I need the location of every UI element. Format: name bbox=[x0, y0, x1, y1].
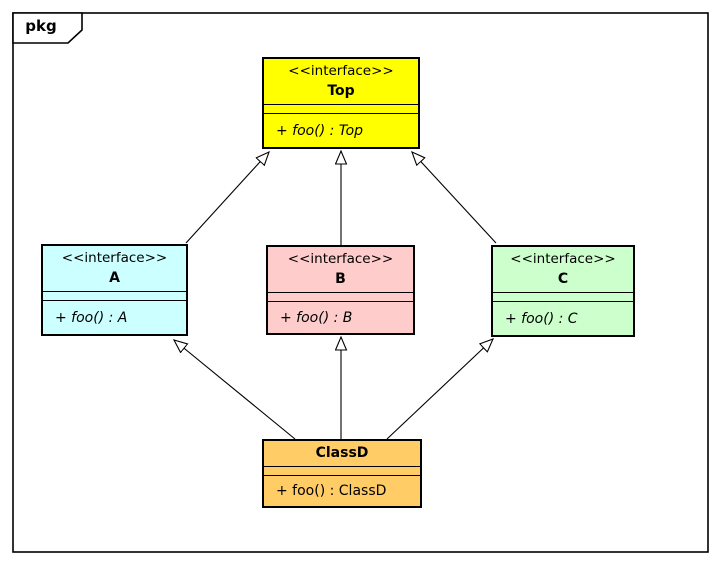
class-name: ClassD bbox=[315, 445, 369, 462]
operations-compartment: + foo() : B bbox=[268, 302, 413, 333]
attributes-compartment bbox=[43, 292, 186, 301]
operation-label: + foo() : ClassD bbox=[276, 483, 387, 499]
generalization-arrow-a-to-top[interactable] bbox=[185, 152, 269, 244]
class-name: Top bbox=[327, 83, 355, 100]
class-box-top[interactable]: <<interface>> Top + foo() : Top bbox=[262, 57, 420, 149]
class-header: <<interface>> Top bbox=[264, 59, 418, 105]
package-label: pkg bbox=[25, 17, 57, 35]
class-box-classd[interactable]: ClassD + foo() : ClassD bbox=[262, 439, 422, 508]
class-header: ClassD bbox=[264, 441, 420, 467]
class-box-a[interactable]: <<interface>> A + foo() : A bbox=[41, 244, 188, 336]
generalization-arrow-classd-to-a[interactable] bbox=[174, 340, 296, 440]
class-name: A bbox=[109, 270, 120, 287]
package-frame bbox=[12, 12, 709, 553]
attributes-compartment bbox=[493, 293, 633, 302]
class-name: C bbox=[557, 271, 569, 288]
attributes-compartment bbox=[264, 105, 418, 114]
generalization-arrow-c-to-top[interactable] bbox=[412, 152, 497, 244]
operations-compartment: + foo() : ClassD bbox=[264, 476, 420, 506]
operation-label: + foo() : C bbox=[505, 310, 578, 327]
stereotype-label: <<interface>> bbox=[288, 62, 394, 79]
package-tab bbox=[12, 12, 83, 44]
class-name: B bbox=[335, 271, 346, 288]
attributes-compartment bbox=[268, 293, 413, 302]
operation-label: + foo() : Top bbox=[276, 122, 364, 139]
class-box-c[interactable]: <<interface>> C + foo() : C bbox=[491, 245, 635, 337]
operations-compartment: + foo() : C bbox=[493, 302, 633, 335]
operation-label: + foo() : B bbox=[280, 309, 353, 326]
operation-label: + foo() : A bbox=[55, 309, 128, 326]
class-header: <<interface>> C bbox=[493, 247, 633, 293]
operations-compartment: + foo() : A bbox=[43, 301, 186, 334]
class-header: <<interface>> B bbox=[268, 247, 413, 293]
class-header: <<interface>> A bbox=[43, 246, 186, 292]
stereotype-label: <<interface>> bbox=[287, 250, 394, 267]
operations-compartment: + foo() : Top bbox=[264, 114, 418, 147]
class-box-b[interactable]: <<interface>> B + foo() : B bbox=[266, 245, 415, 335]
attributes-compartment bbox=[264, 467, 420, 476]
stereotype-label: <<interface>> bbox=[510, 250, 616, 267]
generalization-arrow-classd-to-c[interactable] bbox=[386, 339, 493, 440]
stereotype-label: <<interface>> bbox=[61, 249, 168, 266]
